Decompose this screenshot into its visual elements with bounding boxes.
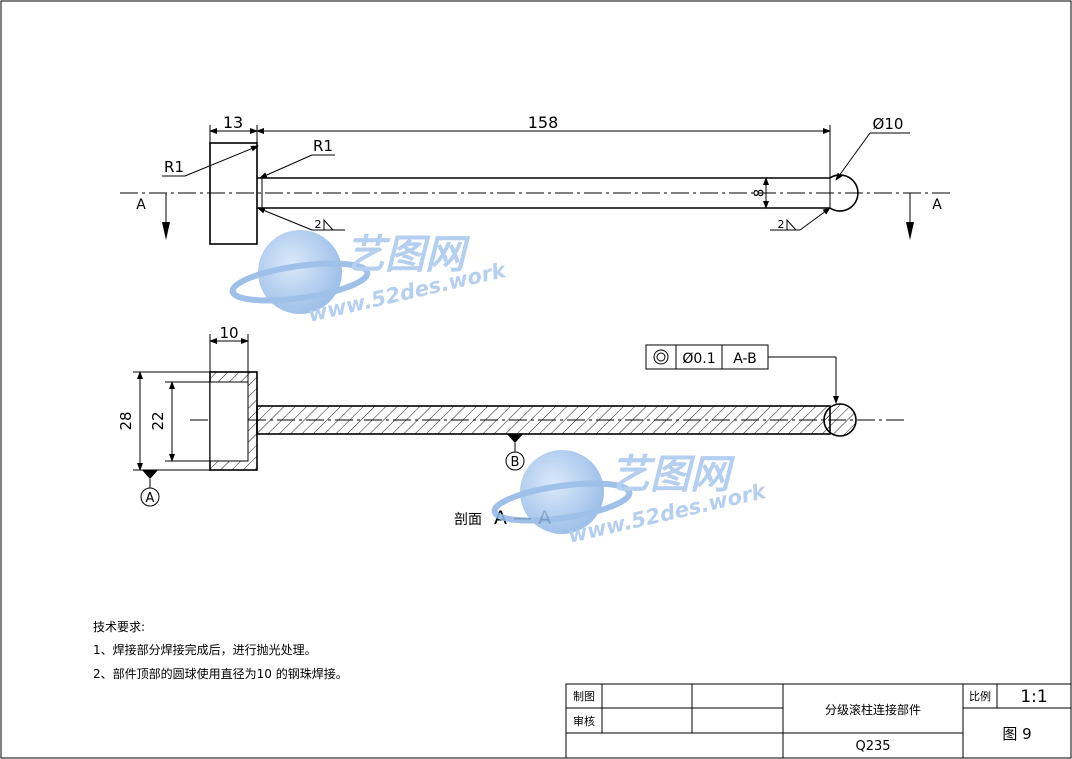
datum-a: A (146, 491, 155, 506)
checked-label: 审核 (573, 714, 595, 728)
tech-requirements: 技术要求: 1、焊接部分焊接完成后，进行抛光处理。 2、部件顶部的圆球使用直径为… (93, 620, 348, 681)
title-block: 制图 审核 分级滚柱连接部件 Q235 比例 1:1 图 9 (565, 683, 1072, 759)
dim-inner: 22 (149, 411, 167, 430)
tolerance-frame: Ø0.1 A-B (645, 344, 839, 404)
tech-item-1: 1、焊接部分焊接完成后，进行抛光处理。 (93, 642, 317, 657)
dim-head-width: 13 (223, 113, 243, 132)
tolerance-ref: A-B (733, 351, 756, 367)
dim-rod-length: 158 (528, 113, 559, 132)
watermark-brand: 艺图网 (345, 232, 471, 278)
weld-right: 2 (778, 218, 785, 231)
part-name: 分级滚柱连接部件 (825, 702, 921, 717)
weld-left: 2 (315, 218, 322, 231)
section-view: 10 28 22 A B Ø0.1 A-B (117, 324, 905, 529)
dim-outer: 28 (117, 411, 135, 430)
material: Q235 (855, 739, 890, 754)
dim-ball-dia: Ø10 (873, 115, 904, 133)
drawn-label: 制图 (573, 690, 595, 703)
watermark-brand: 艺图网 (610, 452, 736, 498)
tech-heading: 技术要求: (93, 620, 145, 634)
section-mark-left: A (136, 197, 146, 213)
head-top (209, 142, 258, 245)
datum-b: B (511, 455, 520, 470)
scale-label: 比例 (969, 689, 991, 703)
dim-rod-dia: 8 (753, 189, 768, 197)
tolerance-value: Ø0.1 (682, 351, 715, 367)
section-label: 剖面 (454, 512, 482, 528)
scale-value: 1:1 (1020, 687, 1047, 707)
concentricity-icon (653, 349, 669, 365)
tech-item-2: 2、部件顶部的圆球使用直径为10 的钢珠焊接。 (93, 666, 348, 681)
watermark-1: 艺图网 www.52des.work (229, 230, 510, 327)
dim-section-head-width: 10 (219, 324, 238, 342)
drawing-number: 图 9 (1002, 725, 1031, 743)
watermark-2: 艺图网 www.52des.work (491, 450, 770, 548)
radius-right: R1 (313, 137, 333, 155)
radius-left: R1 (164, 158, 184, 176)
section-mark-right: A (932, 197, 942, 213)
top-view: 13 158 Ø10 R1 R1 8 2 2 A (120, 113, 950, 245)
